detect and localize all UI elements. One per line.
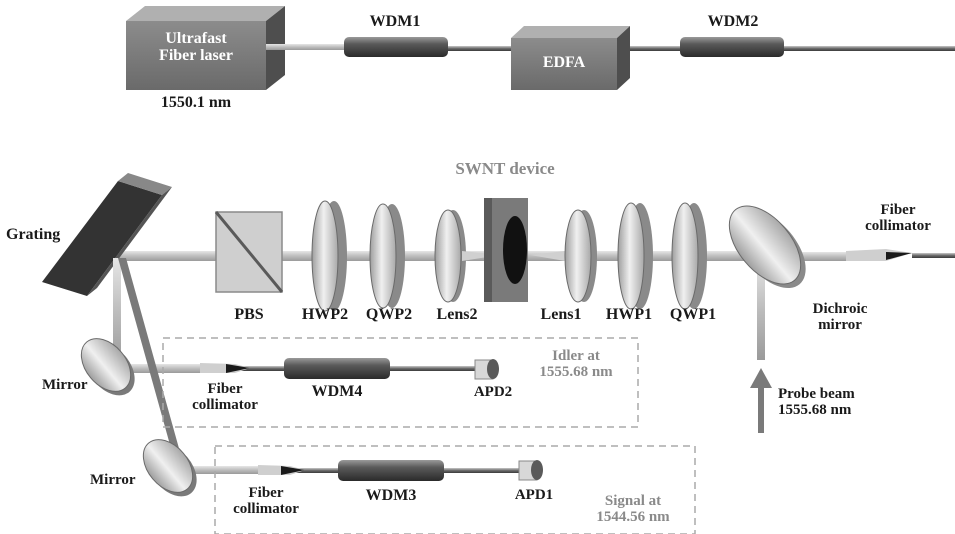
lens1	[564, 209, 597, 303]
focus-cone-left	[462, 251, 500, 261]
hwp1-plate	[617, 202, 653, 310]
apd1-label: APD1	[514, 487, 554, 503]
signal-fiber-collimator	[258, 465, 305, 475]
qwp2-plate	[369, 203, 405, 309]
top-fiber	[266, 44, 955, 51]
focus-cone-right	[530, 251, 565, 261]
idler-fiber-collimator	[200, 363, 250, 373]
swnt-device	[484, 198, 528, 302]
signal-wavelength-label: Signal at 1544.56 nm	[596, 493, 670, 525]
edfa-box	[511, 26, 630, 90]
dichroic-mirror	[728, 205, 806, 289]
wdm3-device	[338, 460, 444, 481]
signal-box	[214, 445, 696, 534]
swnt-device-label: SWNT device	[455, 159, 555, 178]
qwp2-label: QWP2	[365, 306, 413, 323]
lens2-label: Lens2	[436, 306, 478, 323]
probe-beam-label: Probe beam 1555.68 nm	[778, 386, 855, 418]
apd2-label: APD2	[473, 384, 513, 400]
signal-collimator-label: Fiber collimator	[233, 485, 299, 517]
wdm2-device	[680, 37, 784, 57]
signal-mirror	[142, 439, 197, 497]
pbs-label: PBS	[234, 306, 264, 323]
hwp1-label: HWP1	[605, 306, 653, 323]
laser-box	[126, 6, 285, 90]
laser-wavelength: 1550.1 nm	[160, 94, 232, 111]
wdm1-device	[344, 37, 448, 57]
idler-mirror-label: Mirror	[42, 377, 88, 393]
qwp1-label: QWP1	[669, 306, 717, 323]
probe-beam	[750, 258, 772, 433]
grating	[42, 173, 172, 296]
idler-wavelength-label: Idler at 1555.68 nm	[539, 348, 613, 380]
wdm4-label: WDM4	[311, 383, 363, 400]
lens2	[434, 209, 466, 303]
apd1-detector	[518, 460, 543, 481]
qwp1-plate	[671, 202, 707, 310]
lens1-label: Lens1	[540, 306, 582, 323]
edfa-label: EDFA	[542, 54, 586, 71]
signal-mirror-label: Mirror	[90, 472, 136, 488]
grating-label: Grating	[6, 226, 61, 243]
hwp2-label: HWP2	[301, 306, 349, 323]
idler-mirror	[80, 338, 135, 396]
laser-label: Ultrafast Fiber laser	[159, 30, 233, 64]
wdm2-label: WDM2	[707, 13, 759, 30]
apd2-detector	[474, 359, 499, 380]
idler-box	[162, 337, 639, 428]
hwp2-plate	[311, 200, 347, 312]
dichroic-mirror-label: Dichroic mirror	[812, 301, 868, 333]
wdm4-device	[284, 358, 390, 379]
wdm3-label: WDM3	[365, 487, 417, 504]
pbs-cube	[214, 211, 284, 293]
fiber-collimator-right-label: Fiber collimator	[865, 202, 931, 234]
wdm1-label: WDM1	[369, 13, 421, 30]
idler-collimator-label: Fiber collimator	[192, 381, 258, 413]
